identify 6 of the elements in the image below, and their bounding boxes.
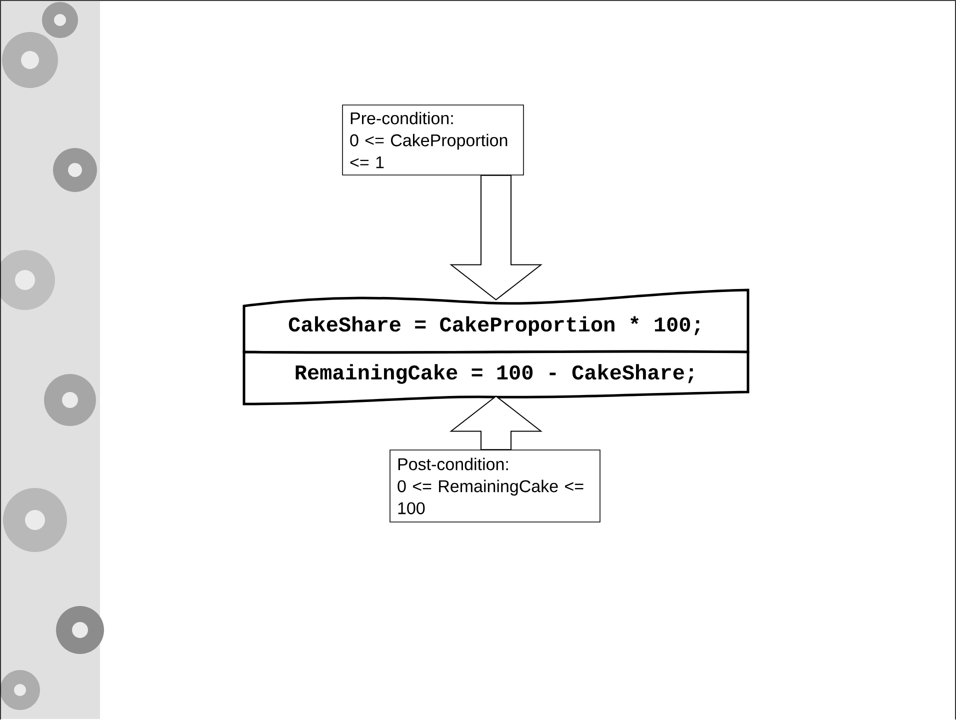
block-arrow xyxy=(450,396,542,450)
condition-box: Pre-condition: 0 <= CakeProportion <= 1 xyxy=(342,104,524,176)
code-band: CakeShare = CakeProportion * 100; xyxy=(242,288,750,354)
code-band: RemainingCake = 100 - CakeShare; xyxy=(242,350,750,406)
condition-box: Post-condition: 0 <= RemainingCake <= 100 xyxy=(390,450,600,522)
block-arrow xyxy=(450,174,542,300)
